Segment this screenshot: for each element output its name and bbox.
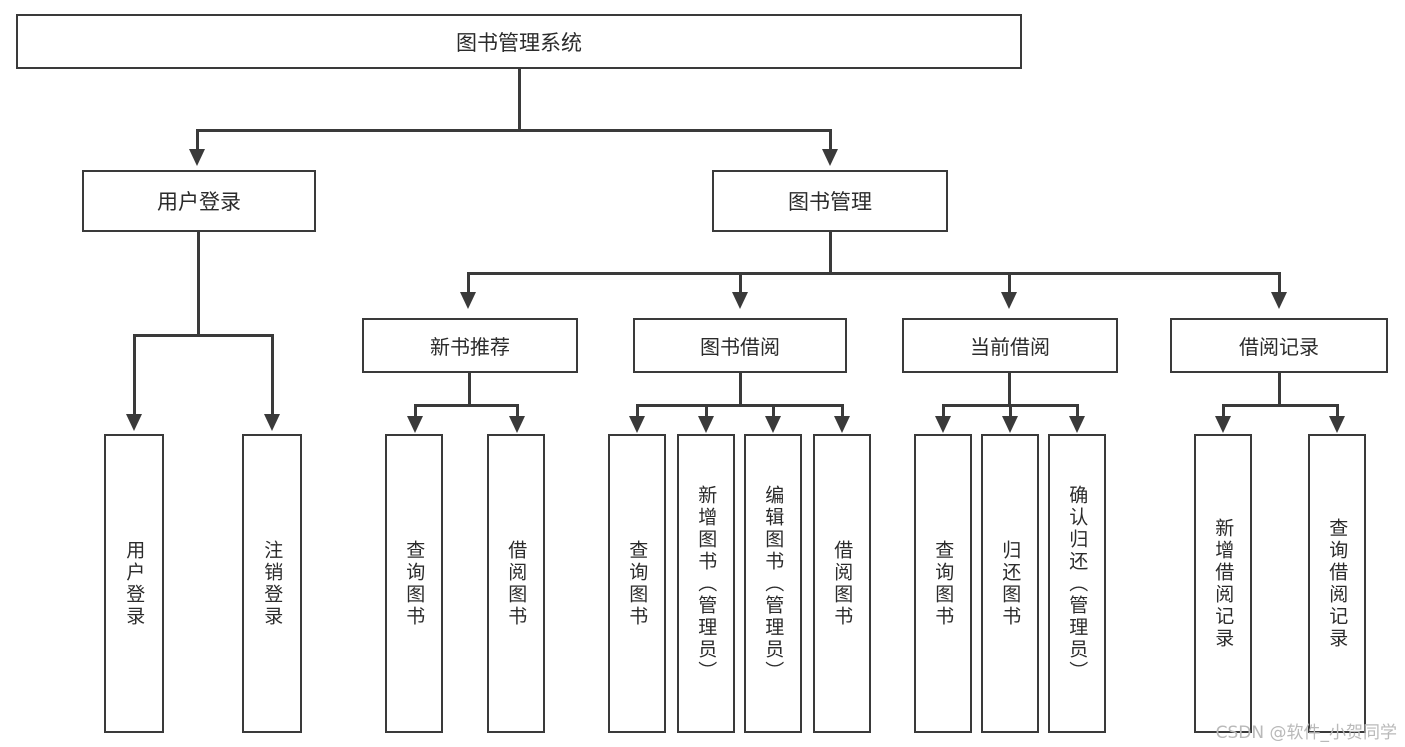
connector-root-stem xyxy=(518,69,521,131)
leaf-label: 注销登录 xyxy=(261,539,284,628)
connector-cb-to-leaf-1 xyxy=(942,404,945,418)
connector-br-to-leaf-2 xyxy=(1336,404,1339,418)
connector-cb-to-leaf-3 xyxy=(1076,404,1079,418)
arrowhead-leaf-user-login xyxy=(126,414,142,431)
leaf-label: 借阅图书 xyxy=(505,539,528,628)
arrowhead-nb-leaf-1 xyxy=(407,416,423,433)
connector-nb-to-leaf-2 xyxy=(516,404,519,418)
watermark-text: CSDN @软件_小贺同学 xyxy=(1215,723,1397,743)
connector-bm-to-borrow-record xyxy=(1278,272,1281,294)
connector-root-to-book-management xyxy=(829,129,832,151)
arrowhead-cb-leaf-1 xyxy=(935,416,951,433)
arrowhead-user-login xyxy=(189,149,205,166)
arrowhead-current-borrow xyxy=(1001,292,1017,309)
arrowhead-bb-leaf-2 xyxy=(698,416,714,433)
leaf-label: 查询图书 xyxy=(626,539,649,628)
leaf-current-borrow-query-book[interactable]: 查询图书 xyxy=(914,434,972,733)
node-book-borrow[interactable]: 图书借阅 xyxy=(633,318,847,373)
leaf-user-login-logout[interactable]: 注销登录 xyxy=(242,434,302,733)
leaf-borrow-record-add-record[interactable]: 新增借阅记录 xyxy=(1194,434,1252,733)
node-book-management[interactable]: 图书管理 xyxy=(712,170,948,232)
arrowhead-nb-leaf-2 xyxy=(509,416,525,433)
leaf-user-login-login[interactable]: 用户登录 xyxy=(104,434,164,733)
arrowhead-leaf-logout xyxy=(264,414,280,431)
arrowhead-br-leaf-1 xyxy=(1215,416,1231,433)
leaf-label: 编辑图书（管理员） xyxy=(762,484,785,683)
connector-book-borrow-bar xyxy=(636,404,843,407)
node-label: 当前借阅 xyxy=(970,335,1050,359)
leaf-new-book-query-book[interactable]: 查询图书 xyxy=(385,434,443,733)
leaf-borrow-record-query-record[interactable]: 查询借阅记录 xyxy=(1308,434,1366,733)
arrowhead-cb-leaf-3 xyxy=(1069,416,1085,433)
connector-user-login-to-leaf-2 xyxy=(271,334,274,416)
arrowhead-borrow-record xyxy=(1271,292,1287,309)
leaf-new-book-borrow-book[interactable]: 借阅图书 xyxy=(487,434,545,733)
arrowhead-bb-leaf-4 xyxy=(834,416,850,433)
node-new-book-recommend[interactable]: 新书推荐 xyxy=(362,318,578,373)
connector-borrow-record-stem xyxy=(1278,373,1281,406)
arrowhead-new-book-recommend xyxy=(460,292,476,309)
leaf-label: 查询借阅记录 xyxy=(1326,517,1349,650)
leaf-label: 新增图书（管理员） xyxy=(695,484,718,683)
leaf-label: 新增借阅记录 xyxy=(1212,517,1235,650)
connector-borrow-record-bar xyxy=(1222,404,1338,407)
node-root-book-management-system[interactable]: 图书管理系统 xyxy=(16,14,1022,69)
node-user-login[interactable]: 用户登录 xyxy=(82,170,316,232)
leaf-label: 查询图书 xyxy=(932,539,955,628)
connector-bb-to-leaf-2 xyxy=(705,404,708,418)
leaf-label: 借阅图书 xyxy=(831,539,854,628)
leaf-label: 查询图书 xyxy=(403,539,426,628)
connector-new-book-bar xyxy=(414,404,519,407)
connector-user-login-to-leaf-1 xyxy=(133,334,136,416)
leaf-current-borrow-return-book[interactable]: 归还图书 xyxy=(981,434,1039,733)
connector-nb-to-leaf-1 xyxy=(414,404,417,418)
leaf-label: 确认归还（管理员） xyxy=(1066,484,1089,683)
connector-new-book-stem xyxy=(468,373,471,406)
connector-bb-to-leaf-3 xyxy=(772,404,775,418)
leaf-book-borrow-borrow-book[interactable]: 借阅图书 xyxy=(813,434,871,733)
leaf-label: 归还图书 xyxy=(999,539,1022,628)
connector-book-borrow-stem xyxy=(739,373,742,406)
connector-current-borrow-stem xyxy=(1008,373,1011,406)
arrowhead-bb-leaf-1 xyxy=(629,416,645,433)
connector-book-management-stem xyxy=(829,232,832,274)
node-label: 新书推荐 xyxy=(430,335,510,359)
connector-bb-to-leaf-1 xyxy=(636,404,639,418)
connector-bm-to-current-borrow xyxy=(1008,272,1011,294)
leaf-book-borrow-add-book-admin[interactable]: 新增图书（管理员） xyxy=(677,434,735,733)
arrowhead-book-borrow xyxy=(732,292,748,309)
node-label: 图书管理系统 xyxy=(456,30,582,55)
connector-bm-to-new-book xyxy=(467,272,470,294)
node-label: 用户登录 xyxy=(157,190,241,214)
connector-user-login-bar xyxy=(133,334,273,337)
leaf-book-borrow-query-book[interactable]: 查询图书 xyxy=(608,434,666,733)
node-label: 图书管理 xyxy=(788,190,872,214)
node-label: 图书借阅 xyxy=(700,335,780,359)
connector-cb-to-leaf-2 xyxy=(1009,404,1012,418)
connector-root-to-user-login xyxy=(196,129,199,151)
node-current-borrow[interactable]: 当前借阅 xyxy=(902,318,1118,373)
node-borrow-record[interactable]: 借阅记录 xyxy=(1170,318,1388,373)
leaf-current-borrow-confirm-return-admin[interactable]: 确认归还（管理员） xyxy=(1048,434,1106,733)
connector-br-to-leaf-1 xyxy=(1222,404,1225,418)
connector-bb-to-leaf-4 xyxy=(841,404,844,418)
connector-root-bar xyxy=(196,129,832,132)
leaf-label: 用户登录 xyxy=(123,539,146,628)
connector-book-management-bar xyxy=(467,272,1281,275)
connector-bm-to-book-borrow xyxy=(739,272,742,294)
arrowhead-bb-leaf-3 xyxy=(765,416,781,433)
arrowhead-book-management xyxy=(822,149,838,166)
leaf-book-borrow-edit-book-admin[interactable]: 编辑图书（管理员） xyxy=(744,434,802,733)
arrowhead-br-leaf-2 xyxy=(1329,416,1345,433)
node-label: 借阅记录 xyxy=(1239,335,1319,359)
connector-user-login-stem xyxy=(197,232,200,336)
arrowhead-cb-leaf-2 xyxy=(1002,416,1018,433)
